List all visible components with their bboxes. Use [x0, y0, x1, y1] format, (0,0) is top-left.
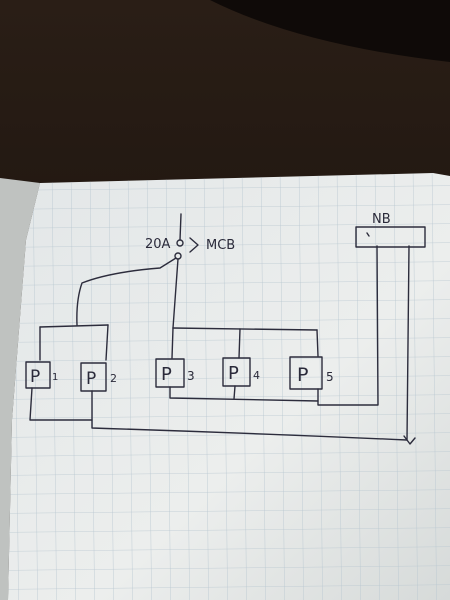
neutral-right [169, 386, 319, 402]
neutral-left [29, 387, 93, 421]
neutral-bar-label: NB [372, 212, 391, 227]
point-number-2: 2 [110, 372, 117, 385]
point-symbol-3: P [161, 364, 172, 385]
breaker-label: MCB [206, 238, 235, 253]
point-number-1: 1 [52, 372, 58, 383]
wiring-diagram [25, 213, 426, 445]
feed-wire-left [76, 257, 177, 326]
point-box-5 [289, 356, 323, 390]
point-symbol-5: P [297, 364, 308, 386]
bus-right [172, 327, 318, 331]
device-edge [210, 0, 450, 62]
notebook-under-page [0, 178, 40, 600]
breaker-top-terminal [176, 239, 184, 247]
supply-wire [179, 213, 182, 241]
point-number-3: 3 [187, 369, 195, 383]
point-box-2 [80, 362, 107, 392]
point-number-5: 5 [326, 370, 334, 384]
feed-wire-right [172, 258, 179, 329]
neutral-bar-mark [366, 232, 370, 237]
point-symbol-4: P [228, 363, 239, 384]
neutral-long [91, 245, 410, 441]
point-box-1 [25, 361, 51, 389]
drop-p4 [238, 328, 241, 359]
point-number-4: 4 [253, 369, 260, 382]
bus-left [39, 324, 109, 328]
neutral-bar [355, 226, 426, 248]
neutral-upper [317, 245, 379, 406]
point-symbol-1: P [30, 367, 40, 387]
drop-p2 [105, 324, 109, 361]
drop-p3 [171, 327, 174, 359]
point-symbol-2: P [86, 369, 96, 389]
breaker-rating: 20A [145, 237, 171, 252]
neutral-p4 [233, 385, 236, 400]
point-box-4 [222, 357, 251, 387]
neutral-connector [403, 435, 416, 445]
drop-p5 [316, 329, 319, 357]
breaker-arrow [189, 237, 199, 253]
